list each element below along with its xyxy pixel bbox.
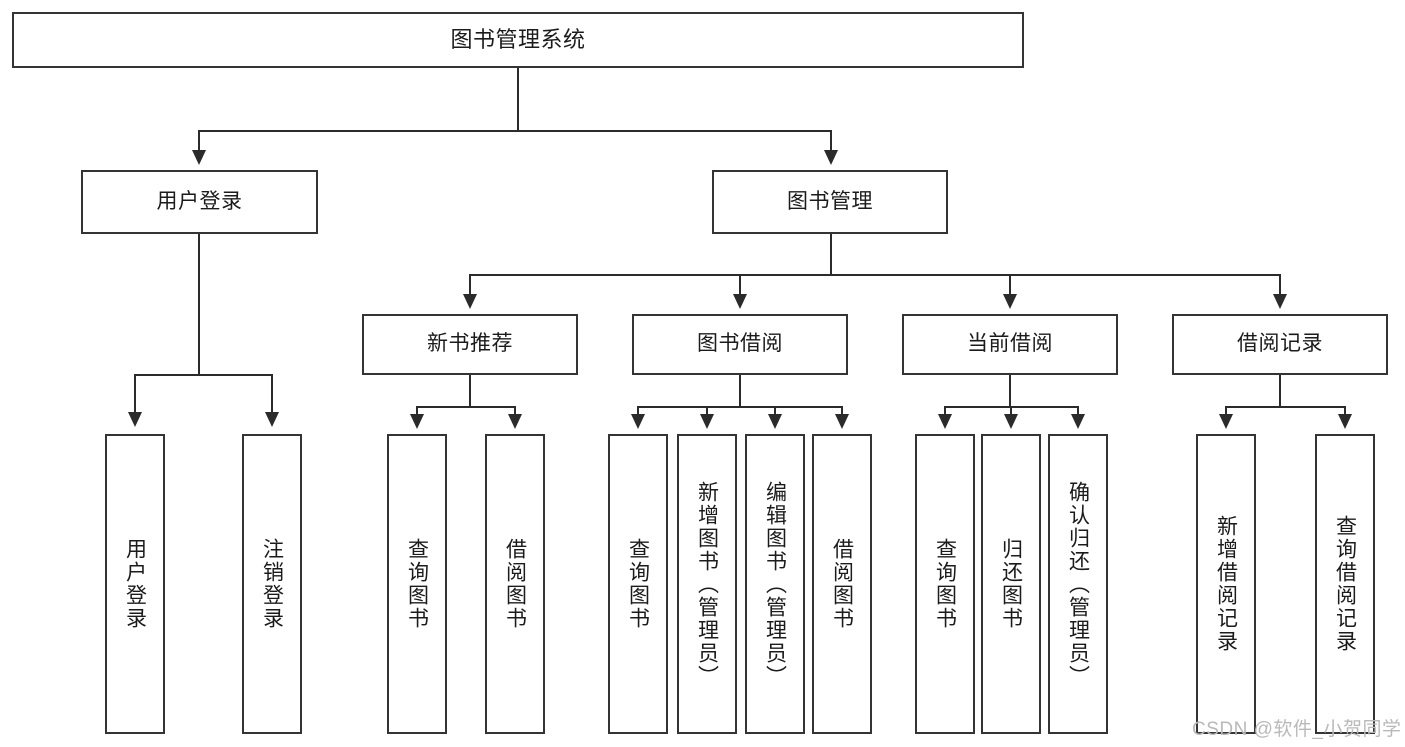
arrow-to-book-manage (824, 150, 838, 165)
arrow-to-logout-leaf (265, 412, 279, 427)
node-label: 查询图书 (626, 538, 650, 630)
arrow-current-leaf-3 (1071, 414, 1085, 429)
edge-user-bus (134, 374, 271, 376)
leaf-confirm-return-admin[interactable]: 确认归还（管理员） (1048, 434, 1108, 734)
node-label: 借阅图书 (503, 538, 527, 630)
leaf-logout[interactable]: 注销登录 (242, 434, 302, 734)
edge-borrow-drop-4 (841, 406, 843, 416)
node-label: 编辑图书（管理员） (763, 480, 787, 688)
node-label: 查询借阅记录 (1333, 515, 1357, 653)
node-root-system[interactable]: 图书管理系统 (12, 12, 1024, 68)
node-label: 注销登录 (260, 538, 284, 630)
leaf-borrow-book-newbook[interactable]: 借阅图书 (485, 434, 545, 734)
node-label: 查询图书 (405, 538, 429, 630)
arrow-to-user-login (192, 150, 206, 165)
node-book-management[interactable]: 图书管理 (712, 170, 948, 234)
arrow-record-leaf-1 (1219, 414, 1233, 429)
edge-book-drop-1 (469, 274, 471, 296)
node-label: 查询图书 (933, 538, 957, 630)
node-label: 图书借阅 (697, 332, 783, 356)
arrow-borrow-leaf-3 (768, 414, 782, 429)
node-label: 用户登录 (156, 189, 243, 213)
arrow-borrow-leaf-4 (835, 414, 849, 429)
edge-book-drop-4 (1279, 274, 1281, 296)
node-label: 图书管理系统 (450, 27, 586, 53)
node-label: 借阅图书 (830, 538, 854, 630)
leaf-borrow-book[interactable]: 借阅图书 (812, 434, 872, 734)
arrow-current-leaf-1 (938, 414, 952, 429)
node-label: 新书推荐 (427, 332, 513, 356)
arrow-borrow-leaf-1 (631, 414, 645, 429)
node-current-borrow[interactable]: 当前借阅 (902, 314, 1118, 375)
edge-record-trunk (1279, 375, 1281, 406)
edge-root-trunk (517, 68, 519, 130)
leaf-query-book-newbook[interactable]: 查询图书 (387, 434, 447, 734)
edge-book-drop-3 (1009, 274, 1011, 296)
node-label: 归还图书 (999, 538, 1023, 630)
edge-book-bus (469, 274, 1280, 276)
node-user-login[interactable]: 用户登录 (81, 170, 318, 234)
node-label: 用户登录 (123, 538, 147, 630)
edge-borrow-trunk (739, 375, 741, 406)
edge-user-drop-1 (134, 374, 136, 414)
edge-current-drop-3 (1077, 406, 1079, 416)
edge-borrow-bus (637, 406, 842, 408)
edge-current-drop-2 (1010, 406, 1012, 416)
edge-newbook-drop-1 (416, 406, 418, 416)
node-label: 确认归还（管理员） (1066, 480, 1090, 688)
node-label: 图书管理 (787, 189, 873, 213)
arrow-borrow-leaf-2 (700, 414, 714, 429)
node-book-borrow[interactable]: 图书借阅 (632, 314, 848, 375)
edge-record-bus (1225, 406, 1345, 408)
arrow-current-leaf-2 (1004, 414, 1018, 429)
edge-borrow-drop-2 (706, 406, 708, 416)
edge-record-drop-1 (1225, 406, 1227, 416)
edge-current-drop-1 (944, 406, 946, 416)
edge-record-drop-2 (1344, 406, 1346, 416)
edge-newbook-bus (416, 406, 515, 408)
edge-borrow-drop-3 (774, 406, 776, 416)
leaf-return-book[interactable]: 归还图书 (981, 434, 1041, 734)
arrow-to-borrow-record (1273, 294, 1287, 309)
leaf-query-borrow-record[interactable]: 查询借阅记录 (1315, 434, 1375, 734)
edge-borrow-drop-1 (637, 406, 639, 416)
arrow-to-book-borrow (733, 294, 747, 309)
leaf-add-book-admin[interactable]: 新增图书（管理员） (677, 434, 737, 734)
node-new-book-recommend[interactable]: 新书推荐 (362, 314, 578, 375)
edge-root-drop-user (198, 130, 200, 152)
edge-user-drop-2 (271, 374, 273, 414)
arrow-newbook-leaf-1 (410, 414, 424, 429)
arrow-to-new-book (463, 294, 477, 309)
edge-newbook-drop-2 (514, 406, 516, 416)
edge-root-bus (198, 130, 831, 132)
leaf-edit-book-admin[interactable]: 编辑图书（管理员） (745, 434, 805, 734)
leaf-add-borrow-record[interactable]: 新增借阅记录 (1196, 434, 1256, 734)
leaf-query-book-borrow[interactable]: 查询图书 (608, 434, 668, 734)
leaf-user-login[interactable]: 用户登录 (105, 434, 165, 734)
arrow-record-leaf-2 (1338, 414, 1352, 429)
node-borrow-record[interactable]: 借阅记录 (1172, 314, 1388, 375)
leaf-query-book-current[interactable]: 查询图书 (915, 434, 975, 734)
edge-user-trunk (198, 234, 200, 374)
node-label: 借阅记录 (1237, 332, 1323, 356)
edge-current-trunk (1009, 375, 1011, 406)
node-label: 新增借阅记录 (1214, 515, 1238, 653)
edge-root-drop-book (830, 130, 832, 152)
node-label: 新增图书（管理员） (695, 480, 719, 688)
node-label: 当前借阅 (967, 332, 1053, 356)
edge-book-drop-2 (739, 274, 741, 296)
edge-book-trunk (830, 234, 832, 274)
arrow-to-user-login-leaf (128, 412, 142, 427)
arrow-newbook-leaf-2 (508, 414, 522, 429)
arrow-to-current-borrow (1003, 294, 1017, 309)
edge-newbook-trunk (469, 375, 471, 406)
